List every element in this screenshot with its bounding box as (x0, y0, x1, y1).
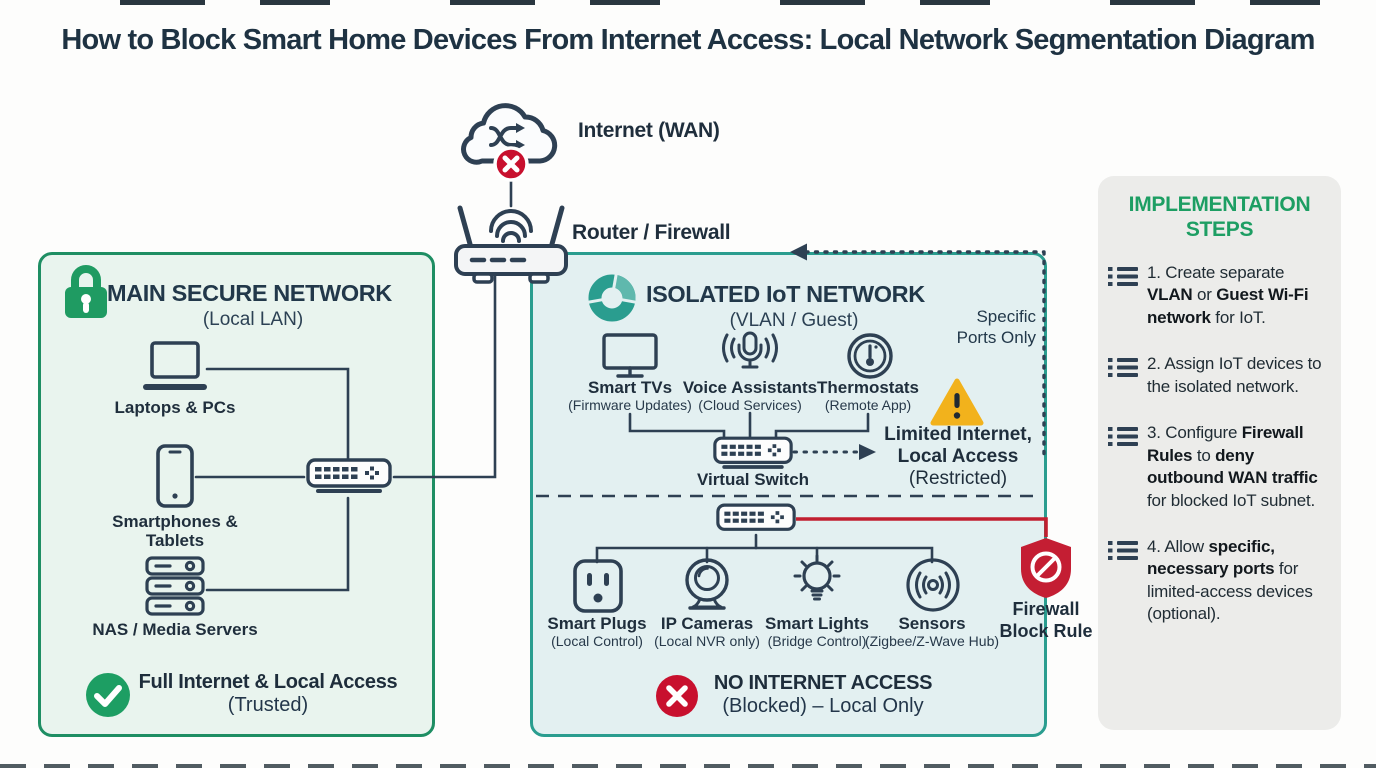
smart-light-bulb-icon (793, 554, 841, 601)
smart-lights-labels: Smart Lights (Bridge Control) (747, 614, 887, 650)
restricted-line1: Limited Internet, (884, 424, 1032, 445)
implementation-step-text: 2. Assign IoT devices to the isolated ne… (1147, 354, 1322, 396)
laptops-label: Laptops & PCs (114, 398, 236, 417)
iot-network-title: ISOLATED IoT NETWORK (646, 281, 925, 307)
smartphones-label: Smartphones & Tablets (112, 512, 238, 550)
firewall-block-rule-label: Firewall Block Rule (984, 598, 1108, 642)
ip-cameras-sub: (Local NVR only) (654, 633, 760, 649)
smart-tvs-sub: (Firmware Updates) (568, 397, 692, 413)
firewall-rule-line2: Block Rule (999, 621, 1093, 641)
list-icon (1108, 540, 1138, 560)
restricted-line3: (Restricted) (908, 468, 1008, 489)
internet-cloud-icon (461, 103, 558, 182)
sensors-sub: (Zigbee/Z-Wave Hub) (864, 633, 1000, 649)
firewall-rule-line1: Firewall (1012, 599, 1080, 619)
list-icon (1108, 358, 1138, 378)
implementation-step-text: 1. Create separate VLAN or Guest Wi-Fi n… (1147, 263, 1309, 327)
shuffle-arrows-icon (489, 126, 519, 147)
virtual-switch-label: Virtual Switch (696, 470, 810, 489)
donut-chart-icon (587, 273, 637, 322)
smart-lights-label: Smart Lights (765, 614, 869, 633)
iot-status-subtitle: (Blocked) – Local Only (722, 695, 924, 717)
voice-assistants-label: Voice Assistants (682, 378, 818, 397)
internet-label: Internet (WAN) (578, 119, 720, 142)
thermostats-sub: (Remote App) (824, 397, 912, 413)
virtual-switch-icon (713, 436, 793, 469)
sensors-labels: Sensors (Zigbee/Z-Wave Hub) (847, 614, 1017, 650)
warning-triangle-icon (930, 378, 984, 426)
implementation-step-text: 3. Configure Firewall Rules to deny outb… (1147, 423, 1318, 510)
thermostats-labels: Thermostats (Remote App) (798, 378, 938, 414)
steps-title-line2: STEPS (1185, 218, 1254, 241)
implementation-steps-panel (1098, 176, 1341, 730)
lan-switch-icon (306, 458, 392, 493)
voice-assistant-mic-icon (722, 331, 778, 369)
implementation-step-text: 4. Allow specific, necessary ports for l… (1147, 536, 1313, 624)
smart-lights-sub: (Bridge Control) (767, 633, 867, 649)
ip-cameras-label: IP Cameras (660, 614, 754, 633)
router-icon (454, 205, 568, 284)
nas-label: NAS / Media Servers (92, 620, 258, 639)
smartphone-icon (156, 444, 194, 508)
main-network-status: Full Internet & Local Access (Trusted) (126, 671, 410, 717)
sensors-label: Sensors (898, 614, 966, 633)
implementation-step-4: 4. Allow specific, necessary ports for l… (1108, 536, 1334, 626)
blocked-badge-icon (493, 146, 529, 182)
steps-title-line1: IMPLEMENTATION (1128, 193, 1311, 216)
laptop-icon (143, 341, 207, 390)
main-secure-network-box (38, 252, 435, 737)
restricted-line2: Local Access (897, 446, 1019, 467)
list-icon (1108, 267, 1138, 286)
blocked-switch-icon (716, 503, 796, 531)
restricted-status: Limited Internet, Local Access (Restrict… (878, 424, 1038, 490)
voice-assistants-labels: Voice Assistants (Cloud Services) (675, 378, 825, 414)
smart-plugs-sub: (Local Control) (551, 633, 643, 649)
smart-tvs-labels: Smart TVs (Firmware Updates) (555, 378, 705, 414)
top-edge-artifact (0, 0, 1376, 5)
router-label: Router / Firewall (572, 221, 731, 244)
specific-ports-note: Specific Ports Only (956, 307, 1036, 347)
bottom-edge-artifact (0, 764, 1376, 768)
main-network-subtitle: (Local LAN) (202, 309, 304, 330)
nas-icon (145, 556, 205, 616)
implementation-step-3: 3. Configure Firewall Rules to deny outb… (1108, 422, 1334, 512)
ip-cameras-labels: IP Cameras (Local NVR only) (637, 614, 777, 650)
thermostats-label: Thermostats (816, 378, 920, 397)
page-title: How to Block Smart Home Devices From Int… (61, 24, 1315, 56)
steps-panel-title: IMPLEMENTATION STEPS (1098, 192, 1341, 242)
main-status-title: Full Internet & Local Access (138, 671, 398, 693)
implementation-step-2: 2. Assign IoT devices to the isolated ne… (1108, 353, 1334, 398)
main-network-title: MAIN SECURE NETWORK (107, 280, 392, 306)
x-circle-icon (656, 675, 698, 717)
smart-plugs-labels: Smart Plugs (Local Control) (530, 614, 664, 650)
implementation-step-1: 1. Create separate VLAN or Guest Wi-Fi n… (1108, 262, 1334, 329)
smart-tvs-label: Smart TVs (587, 378, 673, 397)
steps-list: 1. Create separate VLAN or Guest Wi-Fi n… (1108, 262, 1334, 626)
smart-plug-icon (573, 559, 623, 613)
iot-network-subtitle: (VLAN / Guest) (729, 310, 859, 331)
thermostat-icon (847, 333, 893, 379)
iot-status-title: NO INTERNET ACCESS (713, 672, 933, 694)
iot-network-status: NO INTERNET ACCESS (Blocked) – Local Onl… (703, 672, 943, 718)
voice-assistants-sub: (Cloud Services) (698, 397, 802, 413)
sensors-signal-icon (906, 558, 960, 612)
lock-icon (65, 265, 107, 318)
ip-camera-icon (685, 558, 729, 610)
firewall-shield-icon (1021, 538, 1071, 598)
check-circle-icon (86, 673, 130, 717)
main-status-subtitle: (Trusted) (227, 694, 309, 716)
smart-tv-icon (602, 333, 658, 378)
smart-plugs-label: Smart Plugs (547, 614, 647, 633)
list-icon (1108, 427, 1138, 447)
